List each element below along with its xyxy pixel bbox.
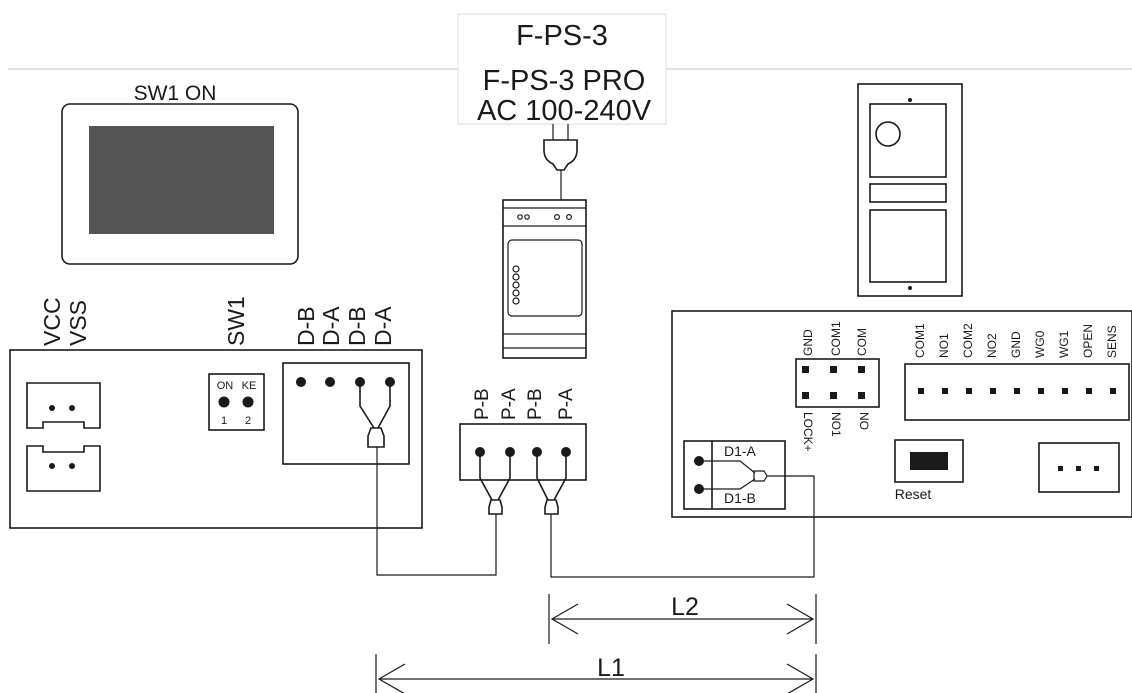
- dip-on-label: ON: [217, 380, 234, 392]
- power-connector-bottom: [26, 445, 101, 492]
- l2-label: L2: [671, 593, 699, 621]
- dip-1-label: 1: [221, 415, 227, 427]
- lock-top-label: COM: [855, 328, 869, 356]
- sw1-label: SW1: [223, 296, 249, 346]
- power-supply-model: F-PS-3: [516, 20, 608, 52]
- lock-bottom-label: NO: [857, 412, 871, 430]
- terminal-label: D-A: [318, 306, 344, 346]
- dip-ke-label: KE: [242, 380, 257, 392]
- ac-plug-icon: [543, 124, 578, 200]
- terminal-label: D-B: [293, 306, 319, 346]
- io-label: WG1: [1057, 330, 1071, 358]
- d1-a-label: D1-A: [724, 443, 757, 459]
- lock-top-label: GND: [801, 329, 815, 356]
- dip-2-label: 2: [245, 415, 251, 427]
- bus-wiring: [376, 447, 815, 578]
- io-label: WG0: [1033, 330, 1047, 358]
- terminal-label: D-B: [344, 306, 370, 346]
- door-controller-board: GND COM1 COM LOCK+ NO1 NO COM1 NO1 COM2 …: [671, 310, 1132, 518]
- reset-button: Reset: [894, 439, 964, 502]
- dip-switch: ON KE 1 2: [208, 373, 265, 431]
- io-label: COM2: [961, 323, 975, 358]
- splitter: P-B P-A P-B P-A: [459, 388, 587, 515]
- reset-label: Reset: [895, 486, 932, 502]
- d1-bus-connector: D1-A D1-B: [683, 440, 786, 510]
- io-label: COM1: [913, 323, 927, 358]
- terminal-label: D-A: [370, 306, 396, 346]
- io-label: SENS: [1105, 325, 1119, 358]
- lock-bottom-label: NO1: [829, 412, 843, 437]
- monitor-switch-label: SW1 ON: [134, 82, 217, 105]
- door-station: [857, 83, 963, 297]
- io-label: OPEN: [1081, 324, 1095, 358]
- bus-terminal-block: [282, 362, 410, 465]
- io-label: GND: [1009, 331, 1023, 358]
- io-label: NO1: [937, 333, 951, 358]
- power-supply-label: F-PS-3 F-PS-3 PRO AC 100-240V: [457, 13, 667, 127]
- l1-label: L1: [597, 654, 625, 682]
- power-connector-top: [26, 382, 101, 429]
- monitor-screen: [89, 126, 274, 234]
- lock-bottom-label: LOCK+: [801, 412, 815, 452]
- monitor: SW1 ON: [61, 82, 299, 265]
- distance-l1: L1: [375, 654, 817, 693]
- power-supply-model-pro: F-PS-3 PRO: [483, 65, 646, 97]
- vcc-label: VCC: [39, 297, 65, 346]
- d1-b-label: D1-B: [724, 490, 756, 506]
- terminal-label: P-B: [472, 388, 493, 420]
- lock-top-label: COM1: [829, 321, 843, 356]
- io-label: NO2: [985, 333, 999, 358]
- vss-label: VSS: [65, 300, 91, 346]
- power-supply-input: AC 100-240V: [477, 95, 652, 127]
- din-power-supply: [502, 199, 587, 359]
- terminal-label: P-A: [556, 388, 577, 420]
- distance-l2: L2: [548, 593, 817, 644]
- terminal-label: P-A: [499, 388, 520, 420]
- three-pin-connector: [1038, 442, 1120, 493]
- indoor-board: VCC VSS SW1 D-B D-A D-B D-A ON KE 1 2: [9, 296, 423, 529]
- terminal-label: P-B: [525, 388, 546, 420]
